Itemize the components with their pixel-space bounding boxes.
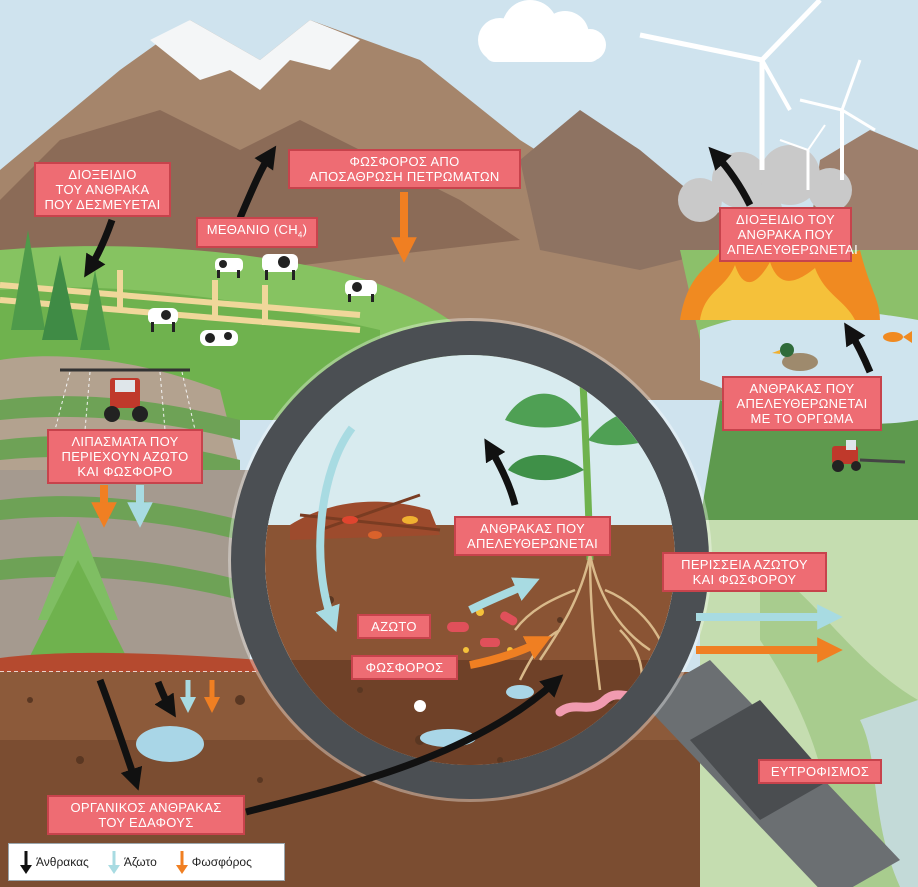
label-methane: ΜΕΘΑΝΙΟ (CH4) xyxy=(196,217,318,248)
wind-turbine-icon xyxy=(639,0,876,190)
label-eutrophication: ΕΥΤΡΟΦΙΣΜΟΣ xyxy=(758,759,882,784)
leaf-litter xyxy=(290,493,441,540)
label-line: ΕΥΤΡΟΦΙΣΜΟΣ xyxy=(770,764,870,779)
legend-item-nitrogen: Άζωτο xyxy=(107,849,157,875)
label-line: ΤΟΥ ΕΔΑΦΟΥΣ xyxy=(98,815,194,830)
phosphorus-flow-arrows xyxy=(91,192,843,714)
label-line: ΑΠΕΛΕΥΘΕΡΩΝΕΤΑΙ xyxy=(466,536,598,551)
label-phosphorus: ΦΩΣΦΟΡΟΣ xyxy=(351,655,458,680)
orange-arrow-icon xyxy=(175,851,188,874)
legend-label-nitrogen: Άζωτο xyxy=(123,855,157,869)
tractor-sprayer-icon xyxy=(54,368,196,431)
label-line: ΚΑΙ ΦΩΣΦΟΡΟ xyxy=(77,464,173,479)
label-carbon-released: ΑΝΘΡΑΚΑΣ ΠΟΥ ΑΠΕΛΕΥΘΕΡΩΝΕΤΑΙ xyxy=(454,516,611,556)
label-line: ΜΕΘΑΝΙΟ (CH4) xyxy=(204,222,310,243)
label-line: ΑΝΘΡΑΚΑΣ ΠΟΥ xyxy=(480,521,585,536)
carbon-flow-arrows xyxy=(84,145,874,816)
cow-icon xyxy=(148,254,377,346)
label-line: ΠΟΥ ΔΕΣΜΕΥΕΤΑΙ xyxy=(44,197,161,212)
label-line: ΚΑΙ ΦΩΣΦΟΡΟΥ xyxy=(692,572,797,587)
label-line: ΜΕ ΤΟ ΟΡΓΩΜΑ xyxy=(750,411,854,426)
label-line: ΦΩΣΦΟΡΟΣ ΑΠΟ xyxy=(349,154,460,169)
legend-label-phosphorus: Φωσφόρος xyxy=(191,855,252,869)
fish-icon xyxy=(883,331,912,343)
label-co2-released: ΔΙΟΞΕΙΔΙΟ ΤΟΥ ΑΝΘΡΑΚΑ ΠΟΥ ΑΠΕΛΕΥΘΕΡΩΝΕΤΑ… xyxy=(719,207,859,262)
nitrogen-flow-arrows xyxy=(127,425,843,714)
label-line: ΑΠΕΛΕΥΘΕΡΩΝΕΤΑΙ xyxy=(727,242,859,257)
label-line: ΟΡΓΑΝΙΚΟΣ ΑΝΘΡΑΚΑΣ xyxy=(70,800,222,815)
legend: Άνθρακας Άζωτο Φωσφόρος xyxy=(8,843,285,881)
black-arrow-icon xyxy=(20,851,32,874)
label-phosphorus-weathering: ΦΩΣΦΟΡΟΣ ΑΠΟ ΑΠΟΣΑΘΡΩΣΗ ΠΕΤΡΩΜΑΤΩΝ xyxy=(288,149,521,189)
label-line: ΠΕΡΙΣΣΕΙΑ ΑΖΩΤΟΥ xyxy=(681,557,808,572)
label-line: ΑΠΕΛΕΥΘΕΡΩΝΕΤΑΙ xyxy=(736,396,868,411)
label-line: ΑΖΩΤΟ xyxy=(371,619,417,634)
duck-icon xyxy=(772,343,818,371)
label-line: ΔΙΟΞΕΙΔΙΟ xyxy=(68,167,137,182)
label-fertilizers: ΛΙΠΑΣΜΑΤΑ ΠΟΥ ΠΕΡΙΕΧΟΥΝ ΑΖΩΤΟ ΚΑΙ ΦΩΣΦΟΡ… xyxy=(47,429,203,484)
label-carbon-ploughing: ΑΝΘΡΑΚΑΣ ΠΟΥ ΑΠΕΛΕΥΘΕΡΩΝΕΤΑΙ ΜΕ ΤΟ ΟΡΓΩΜ… xyxy=(722,376,882,431)
groundwater-pocket xyxy=(136,726,204,762)
label-line: ΦΩΣΦΟΡΟΣ xyxy=(365,660,444,675)
label-line: ΤΟΥ ΑΝΘΡΑΚΑ xyxy=(55,182,150,197)
tractor-icon xyxy=(832,440,906,472)
legend-item-carbon: Άνθρακας xyxy=(19,849,89,875)
cloud-icon xyxy=(478,0,606,62)
label-soil-organic-carbon: ΟΡΓΑΝΙΚΟΣ ΑΝΘΡΑΚΑΣ ΤΟΥ ΕΔΑΦΟΥΣ xyxy=(47,795,245,835)
label-excess-nutrients: ΠΕΡΙΣΣΕΙΑ ΑΖΩΤΟΥ ΚΑΙ ΦΩΣΦΟΡΟΥ xyxy=(662,552,827,592)
legend-label-carbon: Άνθρακας xyxy=(36,855,89,869)
label-line: ΠΕΡΙΕΧΟΥΝ ΑΖΩΤΟ xyxy=(61,449,189,464)
legend-item-phosphorus: Φωσφόρος xyxy=(175,849,252,875)
methane-text: ΜΕΘΑΝΙΟ (CH xyxy=(206,222,298,237)
label-line: ΑΠΟΣΑΘΡΩΣΗ ΠΕΤΡΩΜΑΤΩΝ xyxy=(309,169,500,184)
methane-close: ) xyxy=(302,222,308,237)
label-line: ΛΙΠΑΣΜΑΤΑ ΠΟΥ xyxy=(71,434,179,449)
methane-subscript: 4 xyxy=(297,230,303,240)
label-line: ΔΙΟΞΕΙΔΙΟ ΤΟΥ xyxy=(736,212,835,227)
label-co2-sequestered: ΔΙΟΞΕΙΔΙΟ ΤΟΥ ΑΝΘΡΑΚΑ ΠΟΥ ΔΕΣΜΕΥΕΤΑΙ xyxy=(34,162,171,217)
tree-icon xyxy=(11,230,110,350)
label-line: ΑΝΘΡΑΚΑΣ ΠΟΥ xyxy=(749,381,855,396)
microbe-icon xyxy=(447,608,518,653)
label-nitrogen: ΑΖΩΤΟ xyxy=(357,614,431,639)
label-line: ΑΝΘΡΑΚΑ ΠΟΥ xyxy=(737,227,834,242)
light-blue-arrow-icon xyxy=(107,851,120,874)
